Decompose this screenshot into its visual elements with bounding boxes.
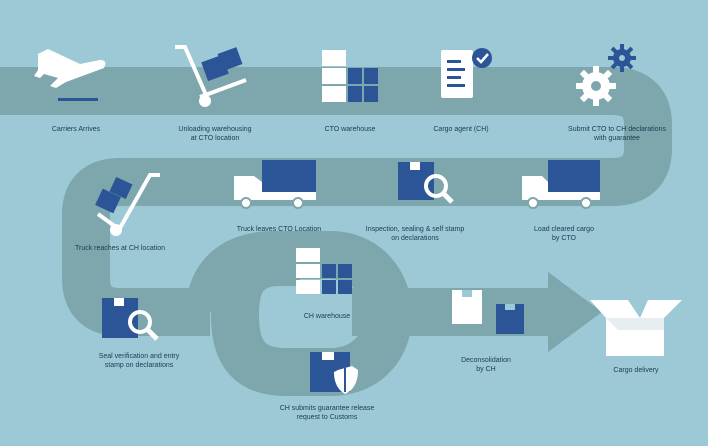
step-label-unloading: Unloading warehousing at CTO location: [178, 126, 252, 142]
boxes-icon: [452, 290, 524, 334]
step-label-guarantee-release: CH submits guarantee release request to …: [279, 405, 375, 421]
step-label-carriers-arrives: Carriers Arrives: [51, 126, 101, 133]
box-magnifier-icon: [398, 162, 454, 204]
box-shield-icon: [310, 352, 358, 394]
truck-icon: [522, 160, 600, 209]
step-label-inspection: Inspection, sealing & self stamp on decl…: [365, 226, 465, 242]
warehouse-boxes-icon: [322, 50, 378, 102]
step-label-seal-verification: Seal verification and entry stamp on dec…: [98, 353, 180, 369]
truck-icon: [234, 160, 316, 209]
step-label-deconsolidation: Deconsolidation by CH: [461, 357, 511, 373]
airplane-icon: [34, 49, 106, 101]
gears-icon: [576, 44, 636, 106]
step-label-truck-reaches: Truck reaches at CH location: [75, 245, 165, 252]
hand-truck-icon: [95, 173, 160, 236]
box-magnifier-icon: [102, 298, 159, 341]
warehouse-boxes-icon: [296, 248, 352, 294]
step-label-cto-warehouse: CTO warehouse: [324, 126, 376, 133]
document-check-icon: [441, 48, 492, 98]
road-arrowhead: [548, 272, 602, 352]
open-box-icon: [590, 300, 682, 356]
step-label-cargo-agent: Cargo agent (CH): [433, 126, 489, 133]
step-label-load-cleared: Load cleared cargo by CTO: [534, 226, 594, 242]
step-label-ch-warehouse: CH warehouse: [303, 313, 351, 320]
step-label-truck-leaves: Truck leaves CTO Location: [236, 226, 322, 233]
step-label-cargo-delivery: Cargo delivery: [613, 367, 659, 374]
step-label-submit-cto: Submit CTO to CH declarations with guara…: [568, 126, 666, 142]
hand-truck-icon: [175, 45, 247, 107]
